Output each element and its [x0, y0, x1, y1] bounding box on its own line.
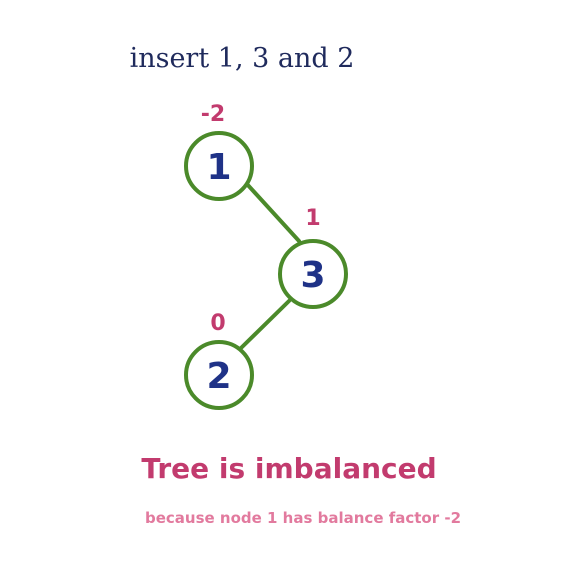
page-title: insert 1, 3 and 2: [130, 43, 355, 74]
balance-factor-node-1: -2: [201, 102, 225, 127]
node-circle: [184, 131, 254, 201]
node-label: 1: [206, 147, 231, 188]
balance-factor-node-3: 1: [305, 206, 320, 231]
node-circle: [184, 340, 254, 410]
node-circle: [278, 239, 348, 309]
tree-node-1: 1: [184, 131, 254, 201]
node-label: 3: [300, 255, 325, 296]
status-reason: because node 1 has balance factor -2: [145, 509, 461, 527]
tree-node-2: 2: [184, 340, 254, 410]
edge-3-to-2: [238, 299, 291, 351]
status-headline: Tree is imbalanced: [141, 452, 436, 485]
balance-factor-node-2: 0: [210, 311, 225, 336]
edge-1-to-3: [244, 181, 301, 243]
node-label: 2: [206, 356, 231, 397]
tree-node-3: 3: [278, 239, 348, 309]
